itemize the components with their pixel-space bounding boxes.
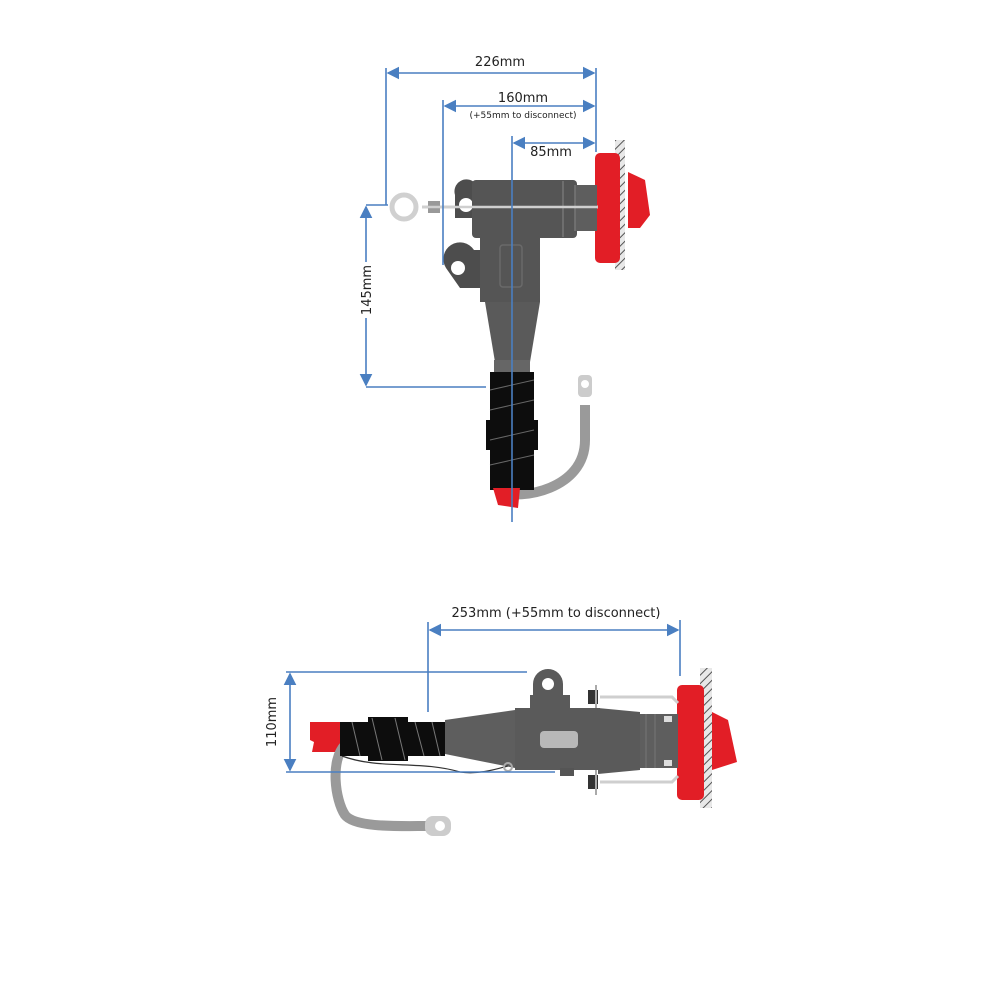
top-view: 226mm 160mm (+55mm to disconnect) 85mm 1… (358, 55, 650, 522)
dim-253: 253mm (+55mm to disconnect) (452, 606, 661, 621)
cable-end (493, 488, 520, 508)
rod-lower (600, 774, 680, 784)
dim-145: 145mm (360, 265, 375, 315)
flange-bump (628, 172, 650, 228)
dim-160: 160mm (498, 91, 548, 106)
dim-226: 226mm (475, 55, 525, 70)
red-flange (595, 153, 620, 263)
rod-upper (600, 695, 680, 705)
connector-head (472, 180, 577, 238)
side-view: 253mm (+55mm to disconnect) 110mm (265, 606, 737, 836)
dim-160-note: (+55mm to disconnect) (469, 111, 576, 121)
flange-bump (712, 712, 737, 770)
red-flange (677, 685, 704, 800)
lifting-lug (542, 678, 554, 690)
earth-braid (330, 741, 429, 832)
cable-end (310, 722, 345, 752)
label-plate (540, 731, 578, 748)
dim-85: 85mm (530, 145, 572, 160)
connector-collar (598, 708, 640, 774)
pulling-eye-ring (389, 192, 419, 222)
upper-lifting-lug (459, 198, 473, 212)
earth-wire (341, 755, 509, 774)
dim-110: 110mm (265, 697, 280, 747)
stress-cone (445, 710, 515, 768)
lower-lifting-lug (451, 261, 465, 275)
connector-body (480, 236, 540, 302)
